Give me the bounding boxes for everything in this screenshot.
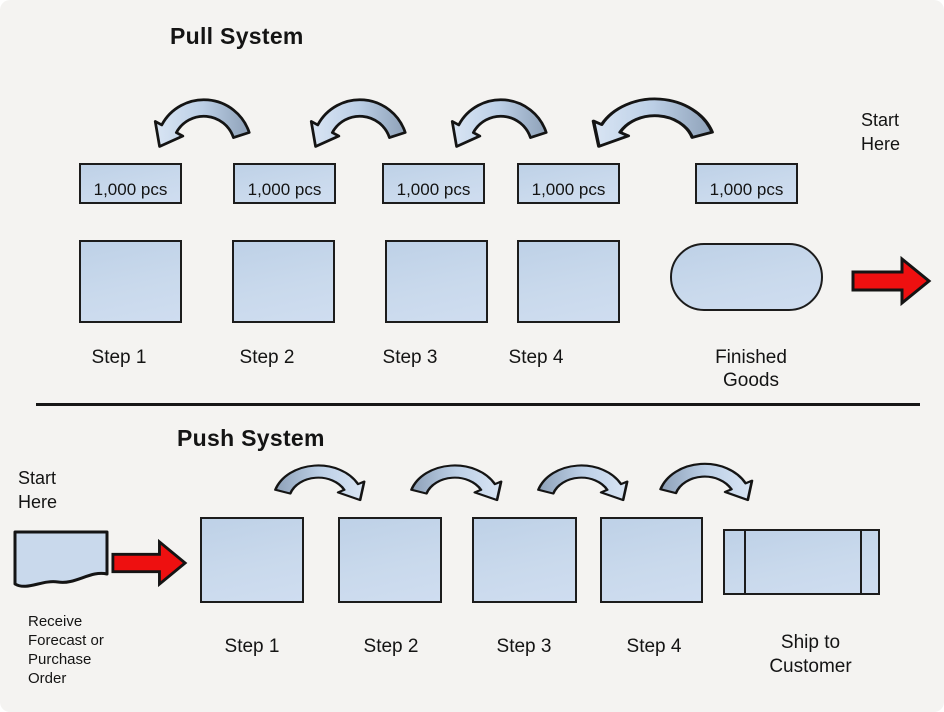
inventory-count-label: 1,000 pcs — [709, 180, 784, 199]
inventory-count-label: 1,000 pcs — [247, 180, 322, 199]
curved-arrow-left-icon — [591, 97, 714, 148]
pull-step-box — [517, 240, 620, 323]
push-start-here-label: Start Here — [18, 468, 58, 512]
push-step-label: Step 3 — [496, 636, 552, 657]
pull-step-box — [385, 240, 488, 323]
ship-shape-left-line — [744, 531, 746, 593]
curved-arrow-left-icon — [153, 98, 251, 148]
inventory-count-label: 1,000 pcs — [396, 180, 471, 199]
push-step-label: Step 1 — [224, 636, 280, 657]
document-icon — [13, 530, 109, 588]
curved-arrow-right-icon — [537, 464, 629, 502]
inventory-count-label: 1,000 pcs — [93, 180, 168, 199]
push-system-title: Push System — [177, 425, 325, 451]
curved-arrow-right-icon — [659, 462, 754, 502]
push-step-box — [200, 517, 304, 603]
pull-step-label: Step 4 — [508, 347, 564, 368]
curved-arrow-right-icon — [274, 464, 366, 502]
inventory-box: 1,000 pcs — [382, 163, 485, 204]
curved-arrow-right-icon — [410, 464, 503, 502]
pull-step-label: Step 2 — [239, 347, 295, 368]
pull-step-label: Step 3 — [382, 347, 438, 368]
inventory-count-label: 1,000 pcs — [531, 180, 606, 199]
curved-arrow-left-icon — [450, 98, 548, 148]
ship-to-customer-shape — [723, 529, 880, 595]
pull-step-box — [79, 240, 182, 323]
inventory-box: 1,000 pcs — [695, 163, 798, 204]
push-step-box — [600, 517, 703, 603]
push-step-box — [338, 517, 442, 603]
pull-system-title: Pull System — [170, 23, 304, 49]
inventory-box: 1,000 pcs — [79, 163, 182, 204]
push-step-box — [472, 517, 577, 603]
pull-start-here-label: Start Here — [861, 110, 901, 154]
pull-step-box — [232, 240, 335, 323]
receive-forecast-label: Receive Forecast or Purchase Order — [28, 613, 104, 687]
finished-goods-label: Finished Goods — [715, 347, 787, 391]
push-step-label: Step 4 — [626, 636, 682, 657]
red-arrow-right-icon — [111, 538, 188, 588]
ship-to-customer-label: Ship to Customer — [769, 632, 852, 677]
pull-step-label: Step 1 — [91, 347, 147, 368]
inventory-box: 1,000 pcs — [233, 163, 336, 204]
inventory-box: 1,000 pcs — [517, 163, 620, 204]
red-arrow-right-icon — [851, 255, 932, 307]
push-step-label: Step 2 — [363, 636, 419, 657]
finished-goods-shape — [670, 243, 823, 311]
section-divider — [36, 403, 920, 406]
curved-arrow-left-icon — [309, 98, 407, 148]
ship-shape-right-line — [860, 531, 862, 593]
